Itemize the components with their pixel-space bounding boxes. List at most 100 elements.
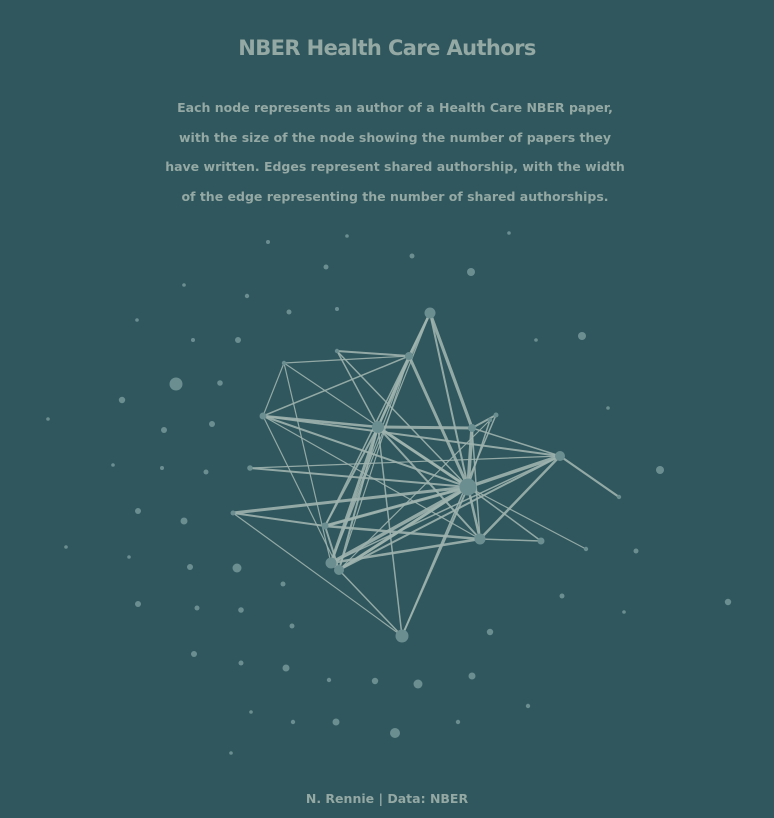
- edge: [232, 512, 403, 637]
- node-layer: [46, 231, 732, 755]
- edge: [330, 312, 431, 564]
- author-node: [459, 478, 477, 496]
- edge: [262, 415, 481, 540]
- edge: [471, 414, 497, 429]
- author-node: [555, 451, 565, 461]
- edge: [377, 355, 410, 428]
- author-node: [424, 307, 436, 319]
- isolated-author-node: [326, 677, 332, 683]
- isolated-author-node: [238, 660, 244, 666]
- edge: [249, 467, 469, 488]
- isolated-author-node: [135, 601, 141, 607]
- author-node: [487, 417, 493, 423]
- edge: [338, 455, 561, 571]
- edge: [324, 312, 431, 527]
- isolated-author-node: [160, 466, 164, 470]
- edge: [467, 486, 587, 550]
- edge: [558, 454, 621, 499]
- isolated-author-node: [194, 605, 200, 611]
- author-node: [247, 465, 253, 471]
- isolated-author-node: [467, 268, 475, 276]
- caption: N. Rennie | Data: NBER: [305, 791, 469, 806]
- isolated-author-node: [413, 679, 423, 689]
- isolated-author-node: [289, 623, 295, 629]
- edge: [336, 350, 410, 357]
- isolated-author-node: [286, 309, 292, 315]
- isolated-author-node: [280, 581, 286, 587]
- isolated-author-node: [724, 598, 732, 606]
- isolated-author-node: [238, 607, 244, 613]
- edge: [401, 486, 469, 637]
- edge: [479, 538, 542, 542]
- edge: [478, 454, 562, 541]
- edge: [336, 350, 379, 428]
- edge: [376, 425, 470, 489]
- isolated-author-node: [525, 703, 531, 709]
- isolated-author-node: [266, 240, 270, 244]
- isolated-author-node: [64, 545, 68, 549]
- isolated-author-node: [135, 318, 139, 322]
- isolated-author-node: [232, 563, 242, 573]
- edge: [283, 362, 332, 564]
- edge: [249, 455, 561, 469]
- author-node: [395, 629, 409, 643]
- author-node: [616, 494, 622, 500]
- edge: [262, 362, 285, 417]
- author-node: [281, 360, 287, 366]
- edge: [376, 425, 474, 430]
- author-node: [537, 537, 545, 545]
- isolated-author-node: [323, 264, 329, 270]
- isolated-author-node: [578, 332, 586, 340]
- isolated-author-node: [390, 728, 400, 738]
- isolated-author-node: [182, 283, 186, 287]
- edge-layer: [231, 311, 621, 637]
- edge: [467, 486, 542, 542]
- edge: [324, 486, 469, 527]
- isolated-author-node: [335, 307, 339, 311]
- isolated-author-node: [180, 517, 188, 525]
- isolated-author-node: [235, 337, 241, 343]
- isolated-author-node: [229, 751, 233, 755]
- edge: [338, 569, 403, 637]
- isolated-author-node: [135, 508, 141, 514]
- isolated-author-node: [169, 377, 183, 391]
- isolated-author-node: [217, 380, 223, 386]
- author-node: [334, 348, 340, 354]
- isolated-author-node: [118, 396, 126, 404]
- author-node: [325, 557, 337, 569]
- edge: [337, 485, 470, 572]
- isolated-author-node: [468, 672, 476, 680]
- isolated-author-node: [191, 338, 195, 342]
- isolated-author-node: [111, 463, 115, 467]
- isolated-author-node: [282, 664, 290, 672]
- edge: [232, 512, 326, 527]
- isolated-author-node: [127, 555, 131, 559]
- isolated-author-node: [633, 548, 639, 554]
- isolated-author-node: [187, 564, 193, 570]
- isolated-author-node: [161, 427, 167, 433]
- isolated-author-node: [622, 610, 626, 614]
- author-node: [468, 424, 476, 432]
- edge: [323, 524, 482, 541]
- edge: [231, 485, 470, 515]
- edge: [262, 355, 410, 417]
- isolated-author-node: [507, 231, 511, 235]
- isolated-author-node: [203, 469, 209, 475]
- isolated-author-node: [290, 719, 296, 725]
- isolated-author-node: [244, 293, 250, 299]
- subtitle: Each node represents an author of a Heal…: [165, 100, 625, 204]
- edge: [262, 415, 561, 457]
- edge: [466, 454, 562, 489]
- isolated-author-node: [371, 677, 379, 685]
- isolated-author-node: [455, 719, 461, 725]
- author-node: [405, 352, 413, 360]
- edge: [429, 312, 469, 488]
- edge: [428, 311, 474, 430]
- isolated-author-node: [606, 406, 610, 410]
- edge: [262, 415, 340, 571]
- author-node: [493, 412, 499, 418]
- edge: [329, 425, 380, 565]
- isolated-author-node: [409, 253, 415, 259]
- author-node: [474, 533, 486, 545]
